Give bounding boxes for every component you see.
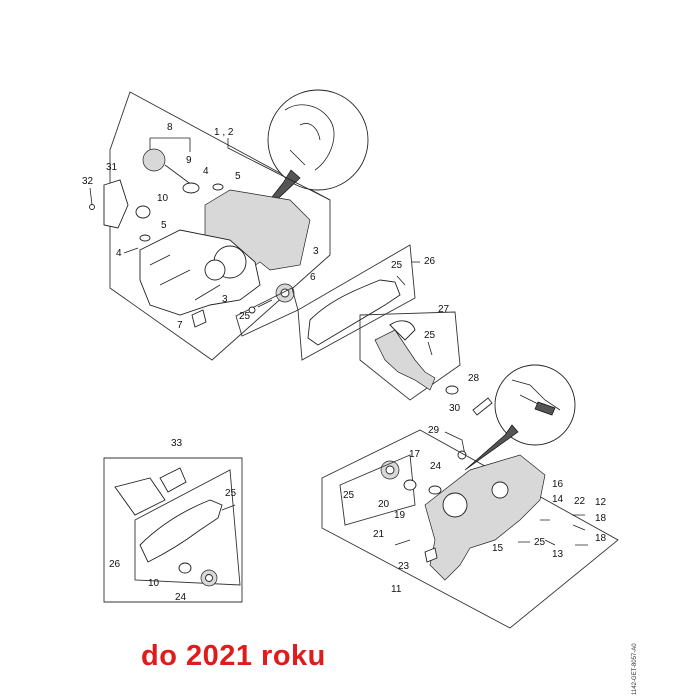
callout-29: 29 <box>428 425 440 436</box>
footer-label: do 2021 roku <box>141 640 326 672</box>
callout-25-lower-left: 25 <box>343 490 355 501</box>
callout-23: 23 <box>398 561 410 572</box>
callout-30: 30 <box>449 403 461 414</box>
callout-3-right: 3 <box>313 246 319 257</box>
callout-24-lower: 24 <box>430 461 442 472</box>
reference-code: 1142-GET-8057-A0 <box>632 643 638 695</box>
callout-14: 14 <box>552 494 564 505</box>
callout-20: 20 <box>378 499 390 510</box>
upper-callouts: 1 , 2 8 9 31 32 4 5 10 5 4 3 6 3 25 7 <box>82 122 331 331</box>
crankshaft-group: 27 25 <box>359 304 461 401</box>
detail-magnifier-lower <box>494 364 576 446</box>
callout-27: 27 <box>438 304 450 315</box>
callout-12: 12 <box>595 497 607 508</box>
upper-crankcase-group <box>103 89 369 361</box>
callout-4-lower: 4 <box>116 248 122 259</box>
callout-7: 7 <box>177 320 183 331</box>
callout-6: 6 <box>310 272 316 283</box>
callout-18-upper: 18 <box>595 513 607 524</box>
crankshaft <box>374 329 436 391</box>
callout-33: 33 <box>171 438 183 449</box>
callout-19: 19 <box>394 510 406 521</box>
callout-16: 16 <box>552 479 564 490</box>
lower-crankcase-group: 11 17 24 25 20 19 16 14 22 12 18 21 25 1… <box>321 364 619 629</box>
callout-5-lower: 5 <box>161 220 167 231</box>
callout-31: 31 <box>106 162 118 173</box>
callout-5-upper: 5 <box>235 171 241 182</box>
callout-25-lower-right: 25 <box>534 537 546 548</box>
callout-8: 8 <box>167 122 173 133</box>
oil-pump-parts: 28 30 29 <box>428 373 493 460</box>
callout-26-kit: 26 <box>109 559 121 570</box>
callout-26-upper: 26 <box>424 256 436 267</box>
callout-25-crank: 25 <box>424 330 436 341</box>
callout-13: 13 <box>552 549 564 560</box>
callout-9: 9 <box>186 155 192 166</box>
callout-25-gasket-upper: 25 <box>391 260 403 271</box>
callout-17: 17 <box>409 449 421 460</box>
callout-10-upper: 10 <box>157 193 169 204</box>
callout-10-kit: 10 <box>148 578 160 589</box>
callout-28: 28 <box>468 373 480 384</box>
detail-magnifier-upper <box>267 89 369 191</box>
crankcase-half-lower <box>424 454 546 581</box>
gasket-kit-group: 33 25 26 10 24 <box>103 438 243 603</box>
callout-3-lower: 3 <box>222 294 228 305</box>
callout-22: 22 <box>574 496 586 507</box>
callout-11: 11 <box>391 584 402 595</box>
callout-15: 15 <box>492 543 504 554</box>
callout-32: 32 <box>82 176 94 187</box>
callout-25-upper: 25 <box>239 311 251 322</box>
gasket-group-upper: 25 26 <box>297 244 436 361</box>
callout-21: 21 <box>373 529 385 540</box>
callout-1-2: 1 , 2 <box>214 127 234 138</box>
callout-25-kit: 25 <box>225 488 237 499</box>
callout-24-kit: 24 <box>175 592 187 603</box>
callout-4-upper: 4 <box>203 166 209 177</box>
fuel-filter <box>142 148 166 172</box>
callout-18-lower: 18 <box>595 533 607 544</box>
